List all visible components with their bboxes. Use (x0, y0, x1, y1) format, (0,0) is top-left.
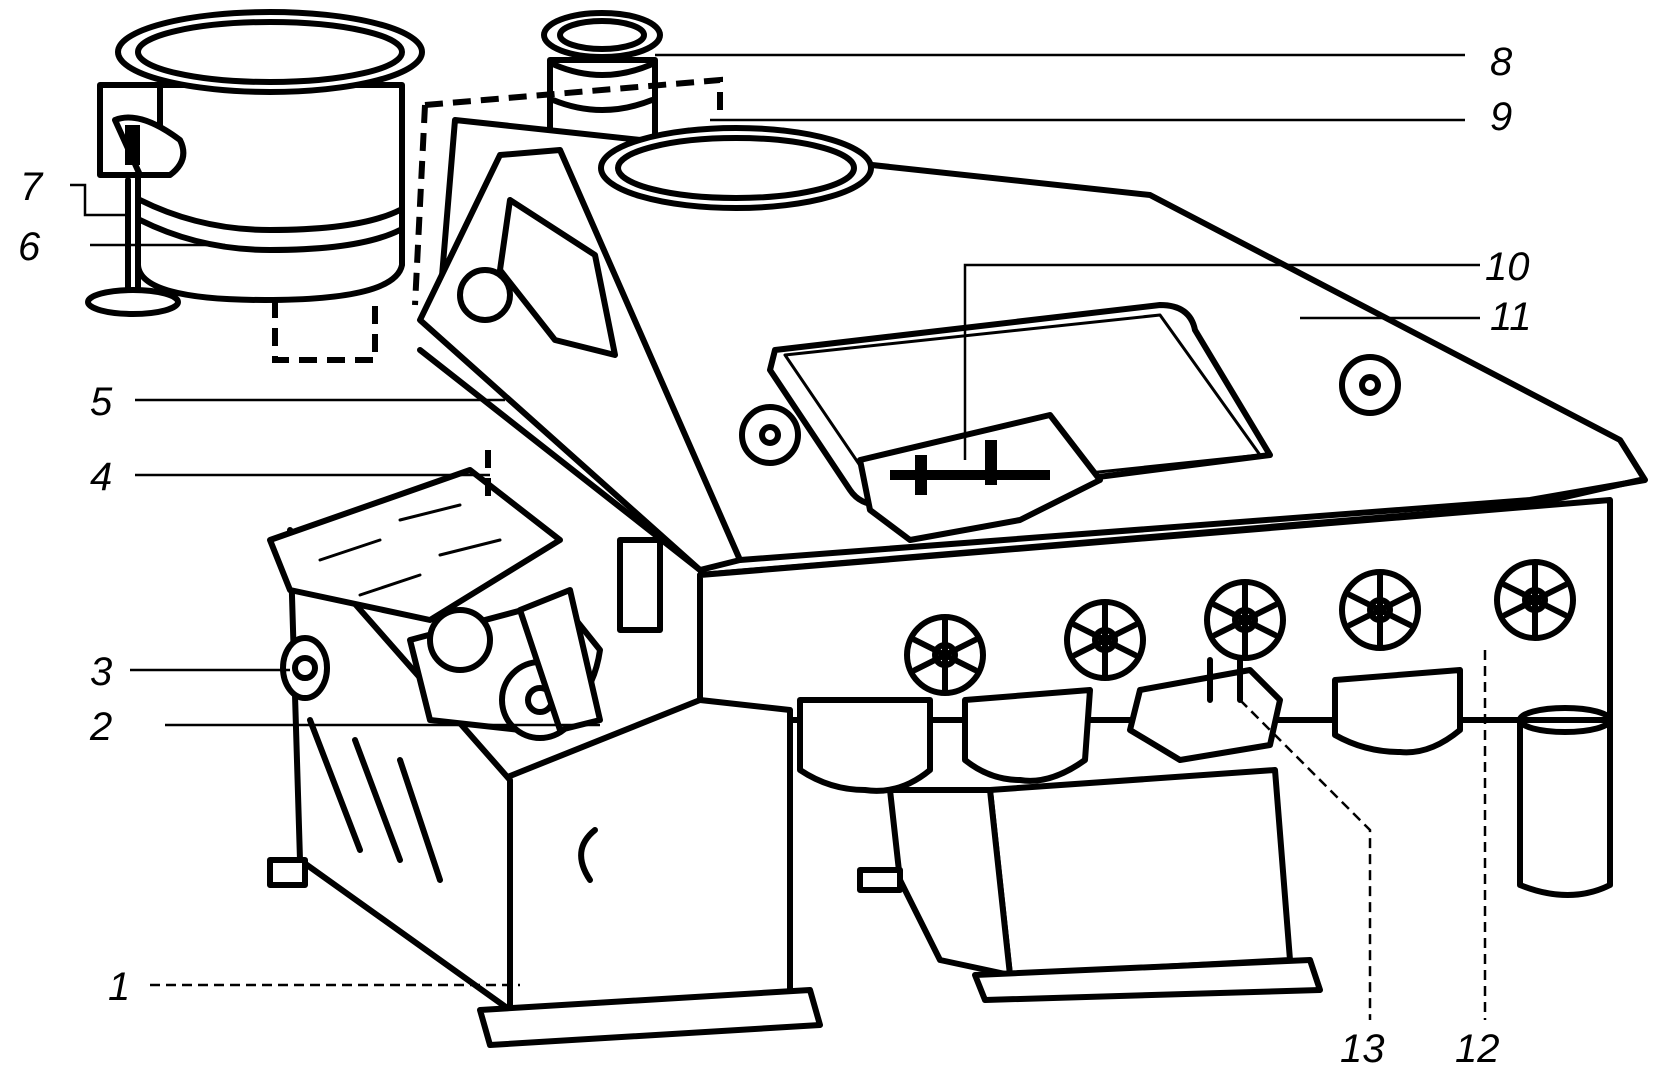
callout-5: 5 (90, 380, 113, 424)
callout-11: 11 (1490, 295, 1532, 339)
callout-4: 4 (90, 455, 112, 499)
callout-2: 2 (89, 705, 112, 749)
handwheel (1339, 569, 1421, 651)
callout-8: 8 (1490, 40, 1513, 84)
lower-housing (697, 497, 1613, 1003)
bucket-tap (85, 82, 187, 317)
handwheel (1204, 579, 1286, 661)
handwheel (1494, 559, 1576, 641)
callout-labels: 1 2 3 4 5 6 7 8 9 10 11 12 13 (18, 40, 1532, 1068)
callout-1: 1 (108, 965, 130, 1009)
leader-13 (1239, 699, 1372, 1020)
main-casing (417, 117, 1648, 578)
callout-7: 7 (20, 165, 44, 209)
callout-13: 13 (1340, 1027, 1385, 1068)
callout-9: 9 (1490, 95, 1512, 139)
callout-3: 3 (90, 650, 112, 694)
leader-10 (963, 263, 1480, 460)
callout-10: 10 (1485, 245, 1530, 289)
drive-unit (267, 347, 823, 1048)
leader-7 (70, 183, 130, 217)
handwheel (904, 614, 986, 696)
leader-lines (70, 53, 1487, 1020)
callout-12: 12 (1455, 1027, 1500, 1068)
callout-6: 6 (18, 225, 41, 269)
handwheel (1064, 599, 1146, 681)
